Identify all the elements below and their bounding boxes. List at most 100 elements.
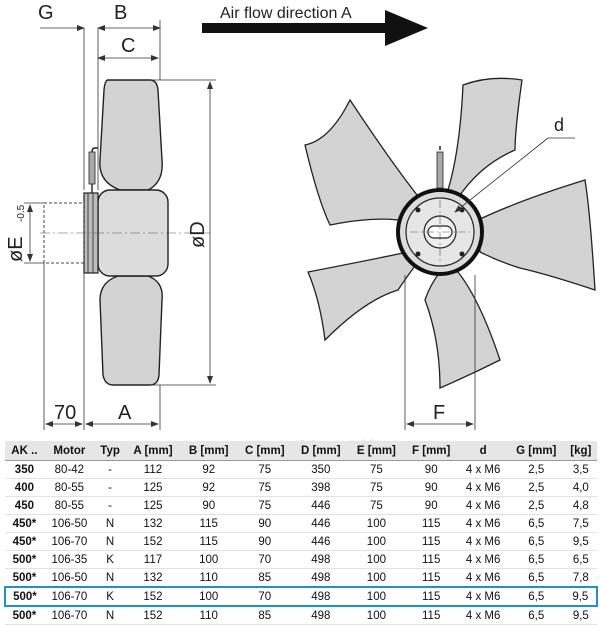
table-cell: 70 [236, 586, 293, 607]
table-cell: 450* [5, 532, 44, 551]
table-cell: - [94, 478, 126, 497]
front-blade-3 [477, 179, 596, 291]
table-cell: 115 [404, 550, 459, 569]
table-cell: 4 x M6 [458, 550, 508, 569]
table-cell: 110 [180, 568, 237, 588]
table-cell: 4,8 [564, 496, 597, 515]
table-cell: 132 [125, 568, 181, 588]
table-cell: 498 [292, 568, 349, 588]
table-cell: 75 [348, 460, 404, 479]
table-header-cell: F [mm] [404, 441, 459, 461]
side-view [40, 79, 210, 386]
table-cell: 4 x M6 [458, 586, 508, 607]
table-cell: - [94, 496, 126, 515]
table-cell: 4 x M6 [458, 514, 508, 533]
table-cell: 106-50 [43, 514, 95, 533]
table-cell: 80-42 [43, 460, 95, 479]
table-cell: 350 [292, 460, 349, 479]
table-cell: 115 [404, 568, 459, 588]
table-header-cell: d [458, 441, 508, 461]
table-header-cell: Typ [94, 441, 126, 461]
table-cell: 90 [404, 496, 459, 515]
table-cell: 446 [292, 514, 349, 533]
table-cell: 100 [348, 586, 404, 607]
table-cell: 6,5 [507, 586, 565, 607]
table-cell: 115 [404, 586, 459, 607]
table-cell: 498 [292, 550, 349, 569]
table-cell: 2,5 [507, 478, 565, 497]
table-cell: 92 [180, 478, 237, 497]
table-cell: 100 [348, 514, 404, 533]
table-cell: 498 [292, 586, 349, 607]
airflow-label: Air flow direction A [220, 5, 352, 22]
table-cell: 152 [125, 586, 181, 607]
table-cell: 4 x M6 [458, 532, 508, 551]
table-cell: K [94, 586, 126, 607]
table-cell: 115 [404, 514, 459, 533]
table-cell: 115 [180, 532, 237, 551]
table-cell: 152 [125, 532, 181, 551]
table-cell: 500* [4, 586, 44, 607]
table-cell: 3,5 [564, 460, 597, 479]
label-e-tolerance: -0.5 [16, 204, 27, 222]
table-cell: 4,0 [564, 478, 597, 497]
table-cell: 350 [5, 460, 44, 479]
table-cell: 85 [236, 568, 293, 588]
table-header-cell: B [mm] [180, 441, 237, 461]
table-cell: 4 x M6 [458, 478, 508, 497]
front-blade-2 [447, 77, 523, 199]
table-cell: 75 [236, 478, 293, 497]
table-cell: 450* [5, 514, 44, 533]
table-cell: K [94, 550, 126, 569]
table-cell: N [94, 514, 126, 533]
table-header-cell: C [mm] [236, 441, 293, 461]
table-cell: 106-70 [43, 586, 95, 607]
table-cell: 7,8 [564, 568, 597, 588]
table-header-cell: A [mm] [125, 441, 181, 461]
front-blade-5 [307, 251, 419, 342]
side-blade-top [99, 79, 163, 191]
front-cable [436, 151, 444, 189]
table-cell: 100 [180, 586, 237, 607]
label-d: øD [187, 221, 209, 248]
table-cell: 6,5 [507, 514, 565, 533]
label-f: F [433, 402, 445, 424]
front-blade-4 [424, 271, 501, 389]
front-dimensions [404, 137, 575, 430]
table-cell: 9,5 [564, 606, 597, 625]
table-cell: 6,5 [507, 532, 565, 551]
table-cell: 4 x M6 [458, 496, 508, 515]
table-cell: 2,5 [507, 496, 565, 515]
table-cell: 100 [180, 550, 237, 569]
table-cell: 70 [236, 550, 293, 569]
table-cell: 90 [236, 532, 293, 551]
label-70: 70 [54, 402, 76, 424]
table-cell: 2,5 [507, 460, 565, 479]
table-cell: 100 [348, 606, 404, 625]
table-header-cell: D [mm] [292, 441, 349, 461]
table-cell: 125 [125, 496, 181, 515]
table-cell: 132 [125, 514, 181, 533]
table-header-cell: AK .. [5, 441, 44, 461]
label-e: øE [5, 236, 27, 262]
table-cell: 500* [5, 550, 44, 569]
table-cell: 75 [348, 496, 404, 515]
table-cell: 4 x M6 [458, 460, 508, 479]
table-cell: 75 [348, 478, 404, 497]
table-cell: N [94, 532, 126, 551]
table-cell: 450 [5, 496, 44, 515]
label-b: B [114, 2, 127, 24]
table-cell: 80-55 [43, 496, 95, 515]
table-cell: 100 [348, 532, 404, 551]
table-cell: 115 [404, 532, 459, 551]
table-header-cell: Motor [43, 441, 95, 461]
